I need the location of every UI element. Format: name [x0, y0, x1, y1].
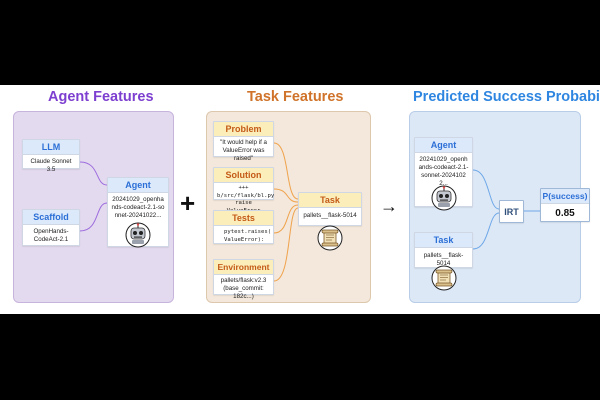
- llm-box: LLM Claude Sonnet 3.5: [22, 139, 80, 173]
- irt-label: IRT: [504, 206, 519, 217]
- psuccess-value: 0.85: [555, 208, 575, 219]
- task-box: Task pallets__flask-5014: [298, 192, 362, 226]
- scroll-icon: [316, 225, 344, 256]
- psuccess-label: P(success): [541, 189, 589, 204]
- task-value: pallets__flask-5014: [303, 212, 357, 219]
- agent-features-title: Agent Features: [48, 89, 154, 105]
- problem-to-task-wire: [273, 142, 299, 200]
- problem-value: "It would help if a ValueError was raise…: [220, 139, 267, 162]
- pred-agent-label: Agent: [415, 138, 472, 153]
- llm-value: Claude Sonnet 3.5: [30, 158, 72, 173]
- environment-value: pallets/flask:v2.3 (base_commit: 182c...…: [220, 277, 267, 300]
- scaffold-label: Scaffold: [23, 210, 79, 225]
- pred-agent-value: 20241029_openhands-codeact-2.1-sonnet-20…: [418, 156, 469, 187]
- task-label: Task: [299, 193, 361, 208]
- pred-task-box: Task pallets__flask-5014: [414, 232, 473, 268]
- tests-box: Tests pytest.raises( ValueError):: [213, 210, 274, 244]
- pred-robot-icon: [430, 185, 458, 216]
- llm-to-agent-wire: [79, 161, 108, 186]
- agent-label: Agent: [108, 178, 168, 193]
- solution-to-task-wire: [273, 188, 299, 203]
- scaffold-value: OpenHands-CodeAct-2.1: [33, 228, 69, 243]
- task-features-title: Task Features: [247, 89, 344, 105]
- scaffold-box: Scaffold OpenHands-CodeAct-2.1: [22, 209, 80, 246]
- problem-label: Problem: [214, 122, 273, 137]
- solution-line-1: +++ b/src/flask/bl.py: [217, 185, 275, 199]
- solution-box: Solution +++ b/src/flask/bl.py raise Val…: [213, 167, 275, 214]
- connector-wires: [79, 142, 540, 282]
- environment-to-task-wire: [273, 207, 299, 282]
- psuccess-box: P(success) 0.85: [540, 188, 590, 222]
- agent-value: 20241029_openhands-codeact-2.1-sonnet-20…: [111, 196, 165, 219]
- pred-scroll-icon: [430, 265, 458, 296]
- pred-task-value: pallets__flask-5014: [423, 252, 464, 267]
- task-to-irt-wire: [472, 212, 500, 250]
- arrow-operator: →: [380, 196, 398, 216]
- robot-icon: [124, 222, 152, 253]
- llm-label: LLM: [23, 140, 79, 155]
- plus-operator: +: [180, 188, 196, 218]
- tests-value: pytest.raises( ValueError):: [224, 229, 272, 243]
- scaffold-to-agent-wire: [79, 202, 108, 232]
- pred-agent-box: Agent 20241029_openhands-codeact-2.1-son…: [414, 137, 473, 207]
- pred-task-label: Task: [415, 233, 472, 248]
- tests-to-task-wire: [273, 204, 299, 234]
- environment-label: Environment: [214, 260, 273, 275]
- solution-label: Solution: [214, 168, 273, 183]
- predicted-success-title: Predicted Success Probability: [413, 89, 600, 105]
- irt-box: IRT: [499, 200, 524, 223]
- diagram-canvas: Agent Features Task Features Predicted S…: [0, 85, 600, 314]
- problem-box: Problem "It would help if a ValueError w…: [213, 121, 274, 162]
- environment-box: Environment pallets/flask:v2.3 (base_com…: [213, 259, 274, 300]
- tests-label: Tests: [214, 211, 273, 226]
- agent-to-irt-wire: [472, 169, 500, 210]
